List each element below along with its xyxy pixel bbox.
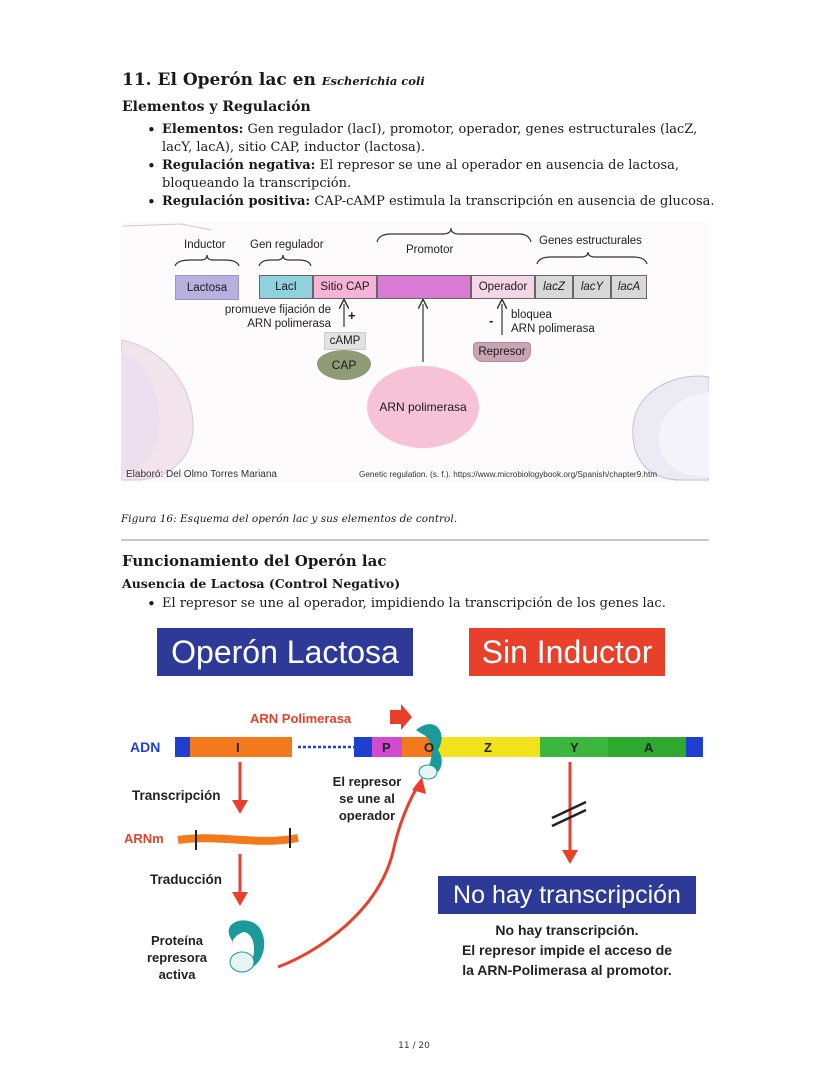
adn-label: ADN [130, 739, 161, 755]
gene-i: I [236, 740, 240, 755]
figure-caption: Figura 16: Esquema del operón lac y sus … [121, 513, 458, 525]
lacy-box: lacY [573, 275, 611, 299]
gene-z: Z [484, 740, 492, 755]
list-item: Elementos: Gen regulador (lacI), promoto… [122, 121, 722, 157]
gene-p: P [382, 740, 391, 755]
brace-lines [174, 227, 648, 267]
list-item: Regulación negativa: El represor se une … [122, 157, 722, 193]
genes-estructurales-label: Genes estructurales [539, 235, 642, 247]
credit-source: Genetic regulation. (s. f.). https://www… [359, 470, 658, 479]
figure2-graphics [175, 704, 703, 973]
subsection-title-2: Ausencia de Lactosa (Control Negativo) [122, 576, 401, 591]
laca-box: lacA [611, 275, 647, 299]
promotor-box [377, 275, 471, 299]
operon-sin-inductor-figure: Operón Lactosa Sin Inductor ARN Polimera… [118, 622, 710, 992]
no-hay-transcripcion-banner: No hay transcripción [438, 876, 696, 914]
function-list: El represor se une al operador, impidien… [122, 595, 722, 613]
transcripcion-label: Transcripción [132, 788, 221, 803]
gene-o: O [424, 740, 435, 755]
lac-operon-diagram: Inductor Gen regulador Promotor Genes es… [121, 222, 709, 482]
subsection-title: Elementos y Regulación [122, 99, 311, 115]
gene-y: Y [570, 740, 579, 755]
cap-protein: CAP [317, 350, 371, 380]
traduccion-label: Traducción [150, 872, 223, 887]
camp-box: cAMP [324, 332, 366, 350]
list-item: Regulación positiva: CAP-cAMP estimula l… [122, 193, 722, 211]
represor-protein: Represor [473, 342, 531, 362]
credit-author: Elaboró: Del Olmo Torres Mariana [126, 469, 277, 480]
sin-inductor-banner: Sin Inductor [469, 628, 665, 676]
section-title: 11. El Operón lac en Escherichia coli [122, 70, 425, 90]
lacz-box: lacZ [535, 275, 573, 299]
section-title-2: Funcionamiento del Operón lac [122, 552, 387, 570]
regulation-arrows [121, 222, 709, 362]
promotor-label: Promotor [406, 244, 454, 256]
arn-polimerasa-label: ARN Polimerasa [250, 711, 352, 726]
inductor-label: Inductor [184, 239, 226, 251]
lactosa-box: Lactosa [175, 275, 239, 300]
section-divider [121, 539, 709, 541]
arn-polimerasa-ellipse: ARN polimerasa [367, 366, 479, 448]
page-number: 11 / 20 [398, 1041, 430, 1051]
plus-sign: + [348, 308, 356, 323]
arnm-label: ARNm [124, 831, 164, 846]
minus-sign: - [489, 313, 494, 328]
gen-regulador-label: Gen regulador [250, 239, 324, 251]
conclusion-note: No hay transcripción.El represor impide … [461, 922, 673, 978]
operador-box: Operador [471, 275, 535, 299]
gene-a: A [644, 740, 654, 755]
list-item: El represor se une al operador, impidien… [122, 595, 722, 613]
sitio-cap-box: Sitio CAP [313, 275, 377, 299]
background-decoration [121, 223, 709, 481]
operon-lactosa-banner: Operón Lactosa [157, 628, 413, 676]
species-name: Escherichia coli [321, 74, 425, 88]
laci-box: LacI [259, 275, 313, 299]
elements-list: Elementos: Gen regulador (lacI), promoto… [122, 121, 722, 211]
